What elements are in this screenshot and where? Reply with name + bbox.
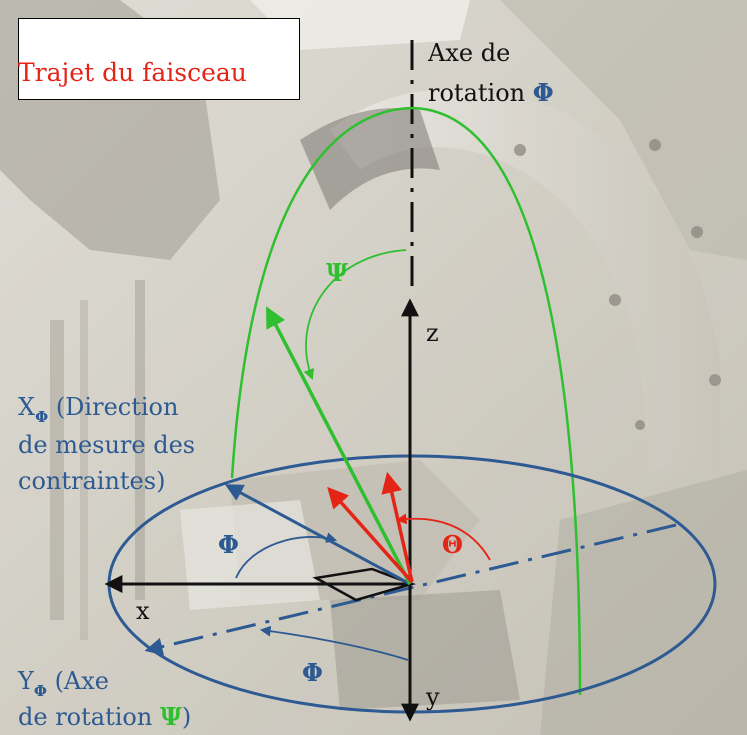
measurement-direction-arrow: [266, 306, 412, 585]
y-phi-axis-line: [144, 523, 677, 656]
phi-upper-angle-label: Φ: [218, 530, 239, 559]
y-phi-subscript: Φ: [33, 682, 47, 700]
phi-lower-angle-arc: [259, 625, 409, 661]
legend-label: Trajet du faisceau: [18, 58, 247, 87]
x-phi-letter: X: [18, 393, 36, 421]
x-phi-direction-arrow: [224, 484, 411, 586]
z-axis-label: z: [426, 319, 439, 347]
diffracted-beam-arrow: [381, 471, 414, 583]
theta-angle-label: Θ: [442, 530, 463, 559]
rotation-axis-label-text: rotation: [428, 79, 526, 107]
x-axis-label: x: [136, 597, 150, 625]
psi-angle-arc: [303, 249, 407, 381]
y-phi-letter: Y: [18, 667, 34, 695]
x-phi-subscript: Φ: [35, 408, 49, 426]
rotation-axis-label-line2: rotation Φ: [428, 78, 554, 108]
y-phi-label-line2: de rotation Ψ): [18, 702, 191, 732]
x-phi-label-rest: (Direction: [55, 393, 179, 421]
rotation-axis-label-line1: Axe de: [428, 39, 511, 67]
theta-angle-arc: [395, 513, 491, 561]
x-phi-label-line2: de mesure des: [18, 431, 196, 459]
y-axis-label: y: [426, 683, 440, 711]
y-phi-label-text: de rotation: [18, 703, 153, 731]
y-phi-psi-symbol: Ψ: [159, 702, 182, 731]
rotation-axis-phi-symbol: Φ: [532, 78, 554, 107]
incident-beam-arrow: [327, 486, 414, 584]
phi-upper-angle-arc: [235, 532, 338, 579]
phi-lower-angle-label: Φ: [302, 658, 323, 687]
sample-plate: [312, 567, 416, 602]
psi-angle-label: Ψ: [326, 258, 348, 287]
y-phi-label-rest: (Axe: [54, 667, 109, 695]
x-phi-label-line3: contraintes): [18, 467, 166, 495]
legend-box: [18, 18, 300, 100]
y-phi-close: ): [181, 703, 192, 731]
psi-great-circle: [230, 106, 582, 696]
x-phi-label-line1: XΦ (Direction: [18, 392, 179, 426]
y-phi-label-line1: YΦ (Axe: [18, 666, 109, 700]
